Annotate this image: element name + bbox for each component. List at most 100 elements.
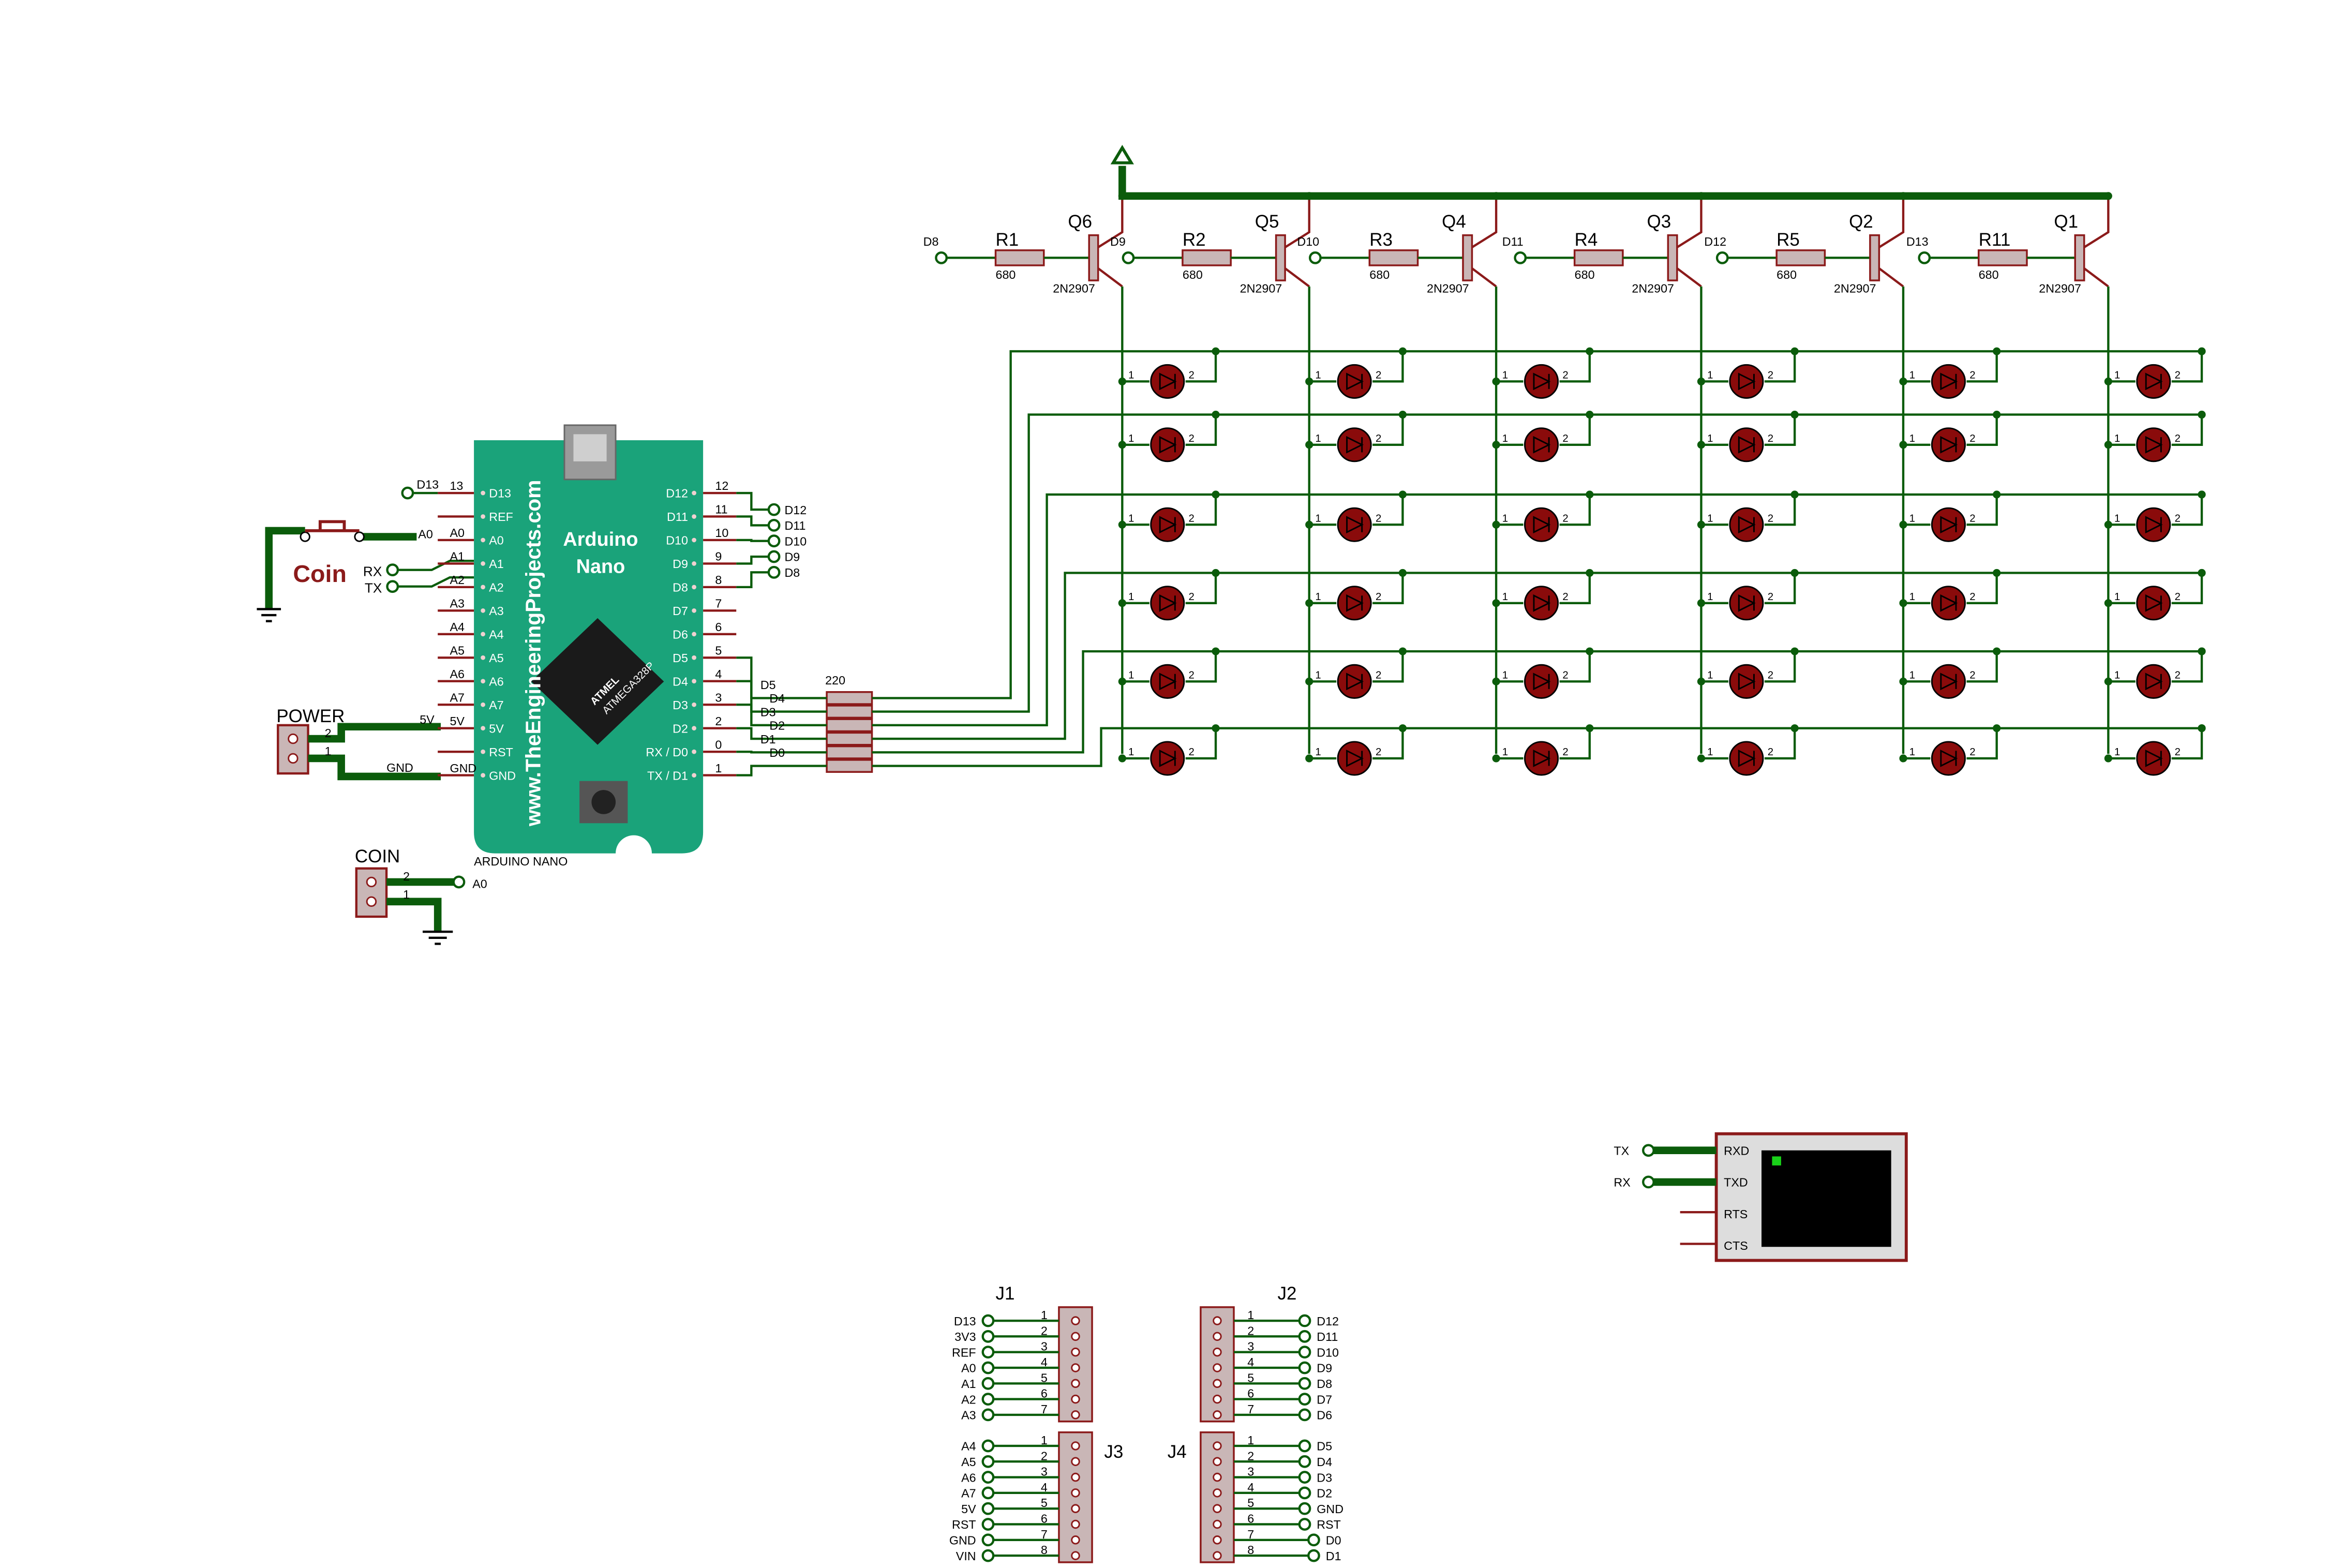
led xyxy=(2136,741,2171,776)
terminal-circle xyxy=(767,565,781,579)
terminal-pin: CTS xyxy=(1724,1239,1748,1252)
header-pin-num: 1 xyxy=(1041,1308,1048,1322)
header-label: D3 xyxy=(1317,1471,1332,1484)
arduino-left-pin: REF xyxy=(489,510,513,524)
junction-dot xyxy=(1492,599,1500,607)
power-connector xyxy=(277,724,309,775)
led-pin-label: 1 xyxy=(2114,370,2120,381)
resistor xyxy=(1182,249,1232,266)
arduino-right-pin: D11 xyxy=(667,510,688,524)
resistor-value: 680 xyxy=(1575,268,1595,281)
transistor-value: 2N2907 xyxy=(2039,281,2081,295)
arduino-left-pin: GND xyxy=(489,769,516,782)
led-pin-label: 2 xyxy=(1189,370,1195,381)
row-net-label: D5 xyxy=(760,678,776,692)
resistor xyxy=(1775,249,1826,266)
led-wire xyxy=(1966,414,1998,446)
header-pin-num: 3 xyxy=(1041,1465,1048,1479)
transistor-value: 2N2907 xyxy=(1053,281,1095,295)
junction-dot xyxy=(1899,677,1907,685)
header-label: D7 xyxy=(1317,1393,1332,1406)
arduino-right-pin-num: 10 xyxy=(715,526,728,540)
led-wire xyxy=(1966,351,1998,383)
junction-dot xyxy=(1398,347,1407,355)
junction-dot xyxy=(1697,599,1706,607)
junction-dot xyxy=(1697,441,1706,449)
arduino-left-pin: RST xyxy=(489,745,513,759)
header-pin-num: 7 xyxy=(1041,1402,1048,1416)
arduino-right-pin: D10 xyxy=(666,534,688,547)
header-pin-num: 2 xyxy=(1041,1449,1048,1462)
header-pin xyxy=(1071,1457,1080,1466)
transistor-value: 2N2907 xyxy=(1240,281,1282,295)
wire xyxy=(398,559,474,571)
led-pin-label: 2 xyxy=(1768,513,1773,524)
led-wire xyxy=(1764,494,1796,526)
led-wire xyxy=(2171,494,2203,526)
led-wire xyxy=(1764,414,1796,446)
led-wire xyxy=(1764,573,1796,604)
static-wiring xyxy=(257,144,2109,1262)
header-pin-num: 4 xyxy=(1041,1481,1048,1494)
junction-dot xyxy=(2198,647,2206,655)
header-pin xyxy=(1071,1394,1080,1404)
power-pin-label: 1 xyxy=(325,744,332,758)
header-pin-num: 8 xyxy=(1041,1543,1048,1557)
header-pin xyxy=(1071,1410,1080,1420)
pin-dot xyxy=(692,726,696,731)
led-wire xyxy=(2171,573,2203,604)
led-pin-label: 1 xyxy=(1315,370,1321,381)
led-pin-label: 1 xyxy=(1502,433,1508,444)
led-wire xyxy=(1372,494,1404,526)
led-pin-label: 2 xyxy=(1376,370,1381,381)
arduino-to-rpack-wire xyxy=(736,656,827,699)
transistor-base xyxy=(1869,234,1880,281)
led xyxy=(1729,586,1764,621)
transistor-base xyxy=(1275,234,1286,281)
led xyxy=(1150,741,1185,776)
junction-dot xyxy=(1586,490,1594,499)
junction-dot xyxy=(1697,677,1706,685)
arduino-net-label: D10 xyxy=(784,534,807,548)
arduino-right-pin-num: 8 xyxy=(715,573,722,587)
coin-net-label: A0 xyxy=(472,877,487,891)
header-label: RST xyxy=(952,1518,976,1531)
junction-dot xyxy=(1586,347,1594,355)
led-symbol xyxy=(1346,673,1364,691)
junction-dot xyxy=(1899,377,1907,385)
terminal-tx: TX xyxy=(1614,1144,1629,1157)
led xyxy=(2136,364,2171,399)
row-wire xyxy=(872,413,2202,713)
terminal-circle xyxy=(981,1377,995,1390)
led-pin-label: 2 xyxy=(1562,513,1568,524)
pin-dot xyxy=(481,679,485,684)
junction-dot xyxy=(1993,647,2001,655)
header-label: D9 xyxy=(1317,1362,1332,1375)
led-pin-label: 1 xyxy=(1707,669,1713,681)
led-symbol xyxy=(2145,372,2163,391)
base-net-label: D11 xyxy=(1502,235,1524,248)
led-wire xyxy=(1372,351,1404,383)
row-net-label: D1 xyxy=(760,733,776,746)
led-symbol xyxy=(1738,516,1756,534)
terminal-circle xyxy=(1715,251,1729,264)
junction-dot xyxy=(1790,347,1799,355)
led-pin-label: 2 xyxy=(1376,433,1381,444)
arduino-right-pin: D6 xyxy=(673,628,688,641)
header-pin-num: 6 xyxy=(1247,1387,1254,1400)
transistor-ref: Q3 xyxy=(1647,212,1671,232)
led-wire xyxy=(1559,414,1591,446)
led-symbol xyxy=(1346,372,1364,391)
header-label: RST xyxy=(1317,1518,1341,1531)
row-net-label: D2 xyxy=(769,719,785,733)
led-pin-label: 1 xyxy=(1909,591,1915,603)
led-wire xyxy=(1372,728,1404,760)
header-pin xyxy=(1213,1472,1222,1482)
transistor-ref: Q2 xyxy=(1849,212,1873,232)
junction-dot xyxy=(1790,490,1799,499)
arduino-right-pin: D9 xyxy=(673,557,688,571)
row-wire xyxy=(872,727,2202,767)
terminal-circle xyxy=(981,1393,995,1406)
header-pin-num: 3 xyxy=(1247,1465,1254,1479)
terminal-circle xyxy=(1298,1330,1311,1343)
